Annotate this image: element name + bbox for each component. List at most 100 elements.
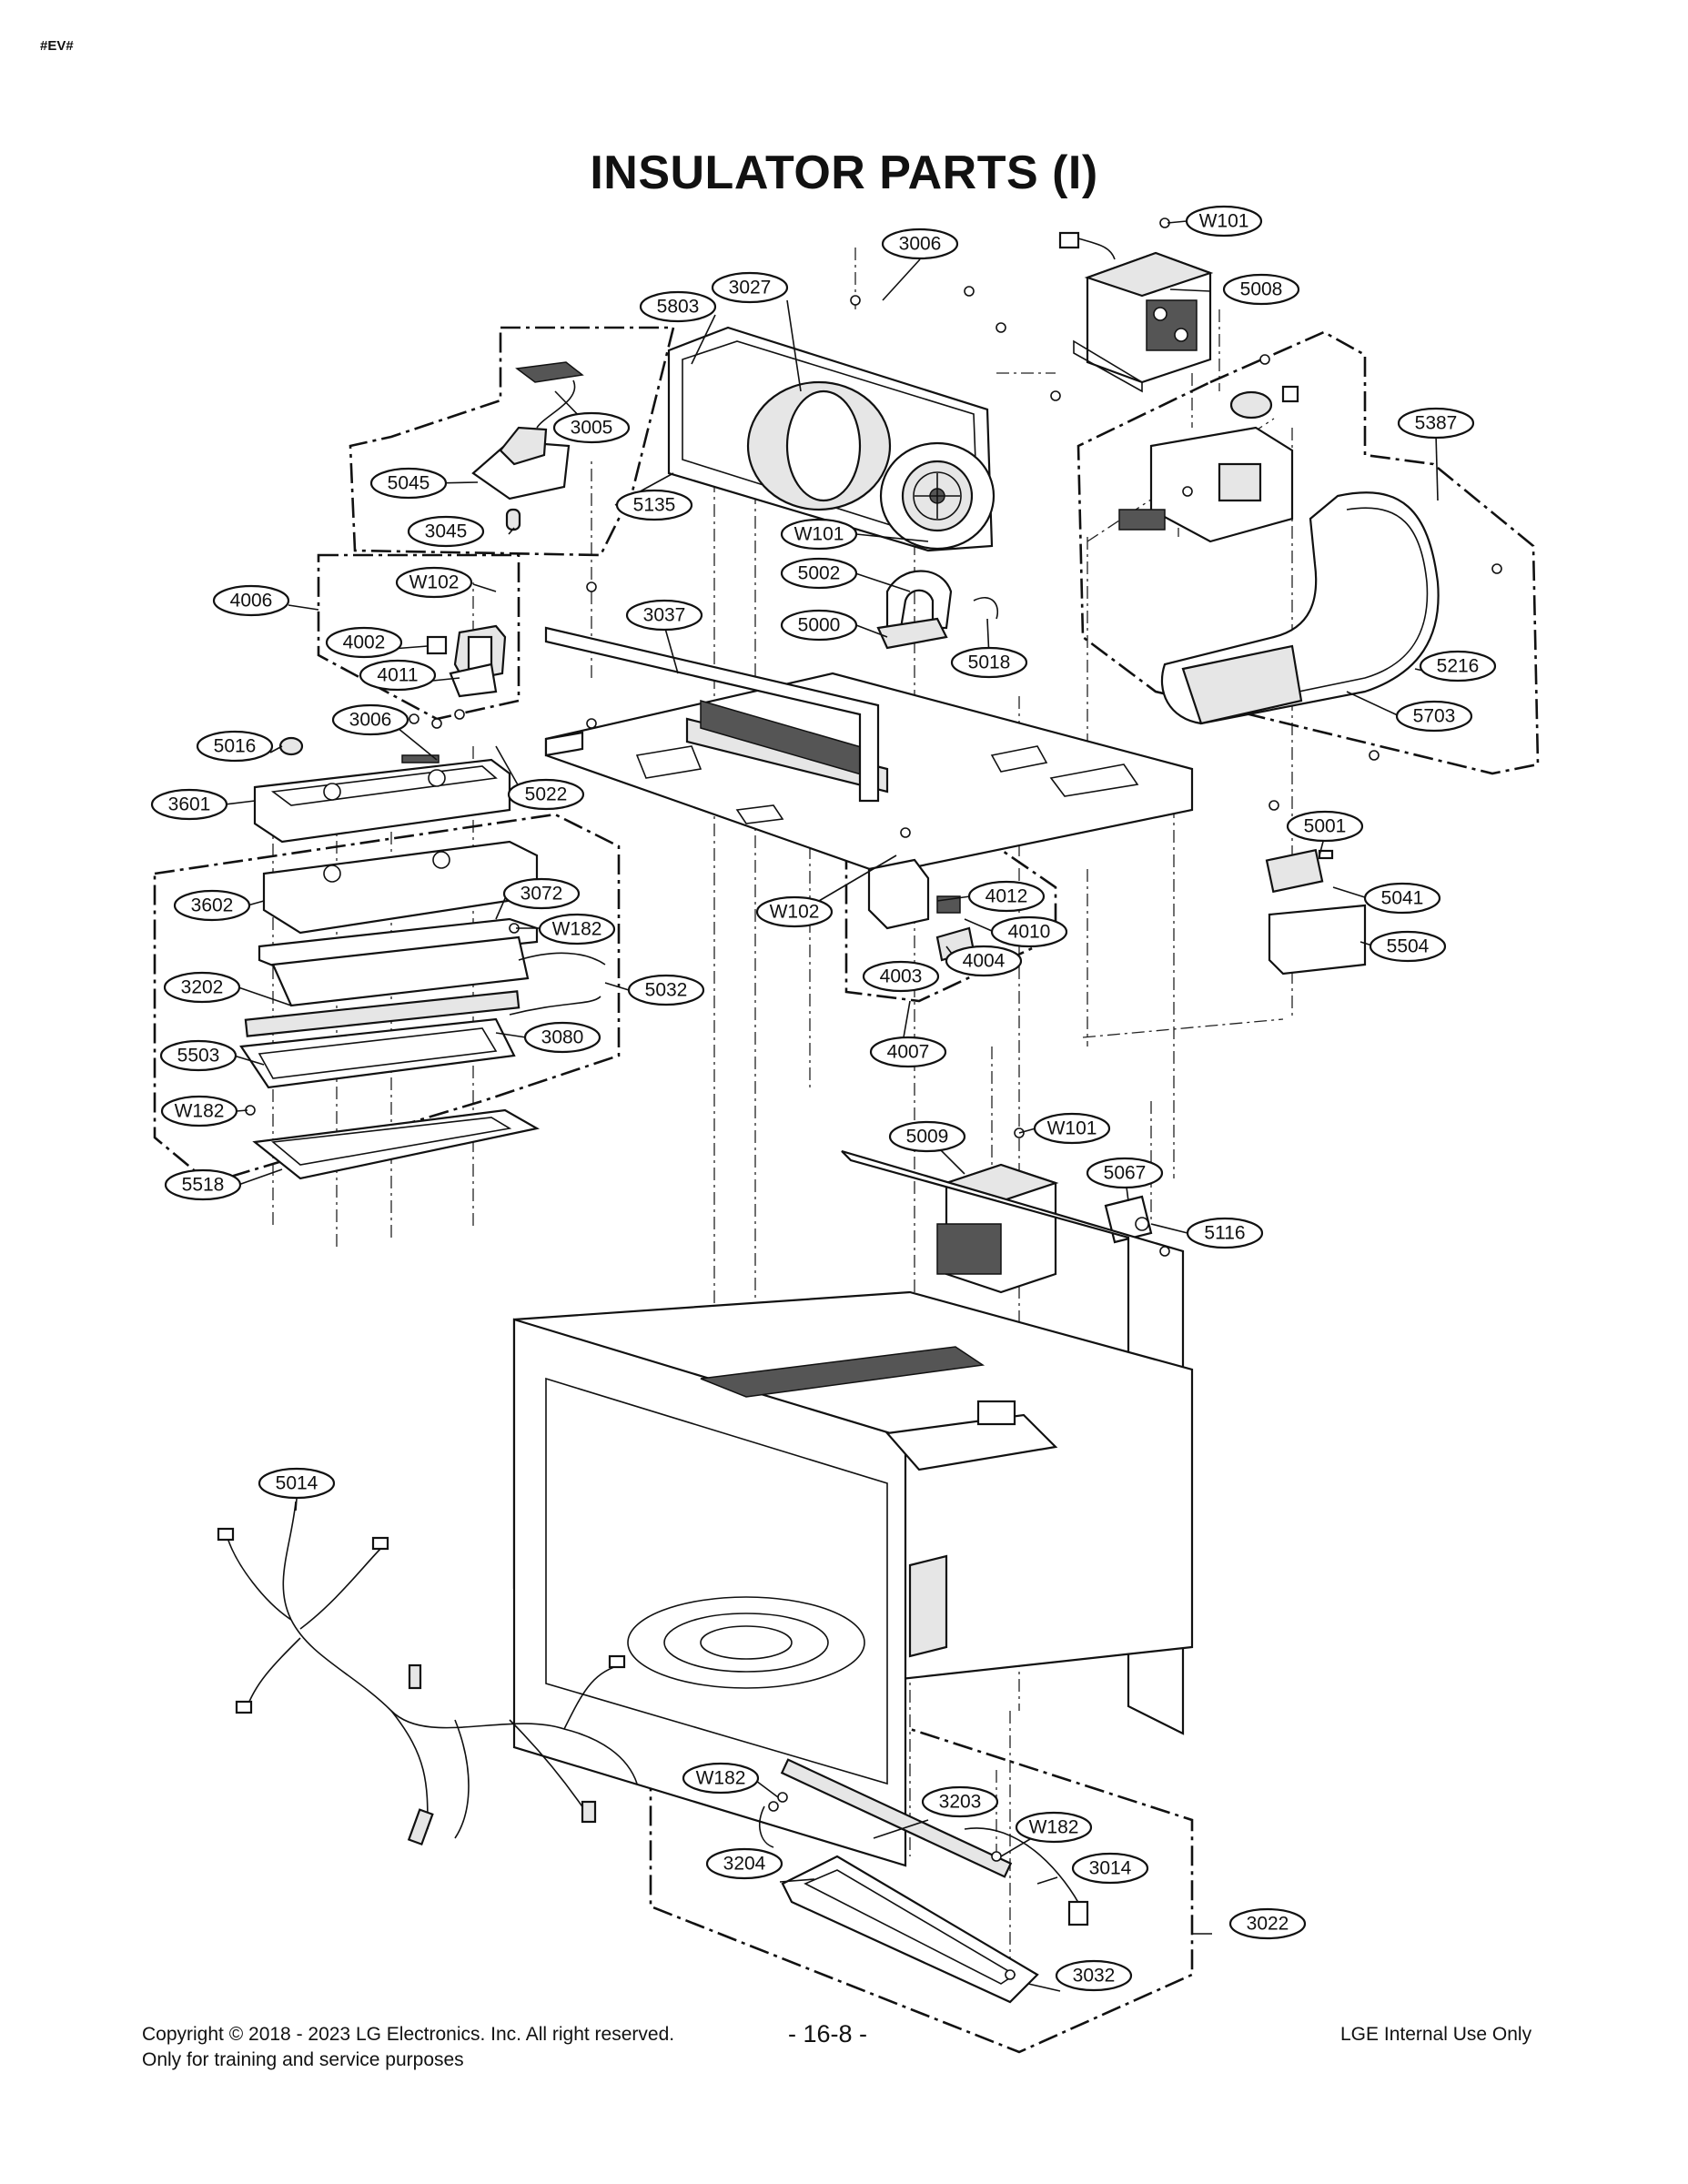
svg-text:3006: 3006 [899, 234, 942, 255]
svg-text:4010: 4010 [1008, 922, 1051, 943]
callout-3601: 3601 [150, 788, 228, 821]
svg-text:3005: 3005 [571, 418, 613, 439]
damper-assembly-5045 [471, 361, 584, 531]
page-title: INSULATOR PARTS (I) [590, 147, 1098, 199]
svg-text:5022: 5022 [525, 784, 568, 805]
group-3602-outline [153, 813, 621, 1185]
svg-text:5002: 5002 [798, 563, 841, 584]
svg-text:W182: W182 [552, 919, 602, 940]
callout-5018: 5018 [950, 646, 1028, 679]
callout-4007: 4007 [869, 1036, 947, 1068]
svg-text:W182: W182 [696, 1768, 746, 1789]
svg-text:3203: 3203 [939, 1792, 982, 1813]
callout-5032: 5032 [627, 974, 705, 1006]
footer-copyright: Copyright © 2018 - 2023 LG Electronics. … [142, 2024, 675, 2045]
svg-text:5001: 5001 [1304, 816, 1347, 837]
document-tag: #EV# [40, 38, 74, 54]
svg-text:3014: 3014 [1089, 1858, 1132, 1879]
callout-w182-bottom: W182 [682, 1762, 760, 1795]
svg-text:3027: 3027 [729, 278, 772, 298]
svg-text:4012: 4012 [986, 886, 1028, 907]
callout-3006-top: 3006 [881, 228, 959, 260]
svg-text:4007: 4007 [887, 1042, 930, 1063]
footer-page-number: - 16-8 - [788, 2020, 868, 2048]
group-4007-outline [844, 835, 1057, 1003]
footer-notice: Only for training and service purposes [142, 2049, 464, 2070]
svg-text:3202: 3202 [181, 977, 224, 998]
svg-text:5518: 5518 [182, 1175, 225, 1196]
svg-text:W182: W182 [1029, 1817, 1079, 1838]
callout-3203: 3203 [921, 1785, 999, 1818]
callout-4010: 4010 [990, 915, 1068, 948]
callout-5000: 5000 [780, 609, 858, 642]
svg-text:W182: W182 [175, 1101, 225, 1122]
callout-5045: 5045 [369, 467, 448, 500]
svg-text:5067: 5067 [1104, 1163, 1147, 1184]
callout-5216: 5216 [1419, 650, 1497, 682]
callout-3080: 3080 [523, 1021, 601, 1054]
fan-motor-assembly-3027 [667, 326, 996, 552]
svg-text:5018: 5018 [968, 652, 1011, 673]
svg-text:4002: 4002 [343, 632, 386, 653]
callout-5008: 5008 [1222, 273, 1300, 306]
callout-3204: 3204 [705, 1847, 783, 1880]
callout-w182-heater: W182 [538, 913, 616, 945]
svg-text:3022: 3022 [1247, 1914, 1289, 1935]
switch-assembly-4007 [867, 858, 975, 962]
callout-5135: 5135 [615, 489, 693, 521]
svg-text:5803: 5803 [657, 297, 700, 318]
callout-3072: 3072 [502, 877, 581, 910]
svg-text:5703: 5703 [1413, 706, 1456, 727]
heater-cover-3601 [253, 736, 511, 844]
callout-3037: 3037 [625, 599, 703, 632]
callout-5002: 5002 [780, 557, 858, 590]
svg-text:3045: 3045 [425, 521, 468, 542]
transformer-5008 [1058, 231, 1214, 393]
svg-text:5032: 5032 [645, 980, 688, 1001]
svg-text:3072: 3072 [521, 884, 563, 905]
callout-4012: 4012 [967, 880, 1046, 913]
svg-text:5503: 5503 [177, 1046, 220, 1067]
group-5387-outline [1076, 330, 1540, 775]
svg-text:5216: 5216 [1437, 656, 1480, 677]
callout-3022: 3022 [1228, 1907, 1307, 1940]
svg-text:4003: 4003 [880, 966, 923, 987]
callout-4003: 4003 [862, 960, 940, 993]
svg-text:W101: W101 [1199, 211, 1249, 232]
screws [245, 217, 1502, 1980]
group-5135-outline [349, 326, 675, 557]
callout-5504: 5504 [1369, 930, 1447, 963]
wire-harness-5014 [217, 1501, 638, 1846]
svg-text:3601: 3601 [168, 794, 211, 815]
callout-5703: 5703 [1395, 700, 1473, 733]
callout-5009: 5009 [888, 1120, 966, 1153]
group-4006-outline [317, 553, 521, 721]
callout-5116: 5116 [1186, 1217, 1264, 1249]
callout-3027: 3027 [711, 271, 789, 304]
svg-text:W101: W101 [794, 524, 844, 545]
callout-3005: 3005 [552, 411, 631, 444]
callout-5067: 5067 [1086, 1157, 1164, 1189]
svg-text:W102: W102 [409, 572, 460, 593]
svg-text:5014: 5014 [276, 1473, 318, 1494]
callout-w182-left: W182 [160, 1095, 238, 1127]
fuse-holder-5041 [1265, 848, 1367, 976]
callout-w101-top: W101 [1185, 205, 1263, 238]
callout-w102-switch: W102 [395, 566, 473, 599]
svg-text:4011: 4011 [377, 665, 418, 686]
callout-4004: 4004 [945, 945, 1023, 977]
svg-text:3204: 3204 [723, 1854, 766, 1875]
callout-5518: 5518 [164, 1168, 242, 1201]
callout-5001: 5001 [1286, 810, 1364, 843]
base-plate-3037 [544, 626, 1194, 875]
svg-text:3602: 3602 [191, 895, 234, 916]
magnetron-5009 [936, 1163, 1153, 1294]
footer-internal-use: LGE Internal Use Only [1340, 2024, 1532, 2045]
callout-5803: 5803 [639, 290, 717, 323]
callout-5387: 5387 [1397, 407, 1475, 440]
bracket-5000 [876, 570, 998, 650]
oven-cavity [512, 1149, 1194, 1867]
svg-text:W102: W102 [770, 902, 820, 923]
callout-5014: 5014 [258, 1467, 336, 1500]
svg-text:3006: 3006 [349, 710, 392, 731]
